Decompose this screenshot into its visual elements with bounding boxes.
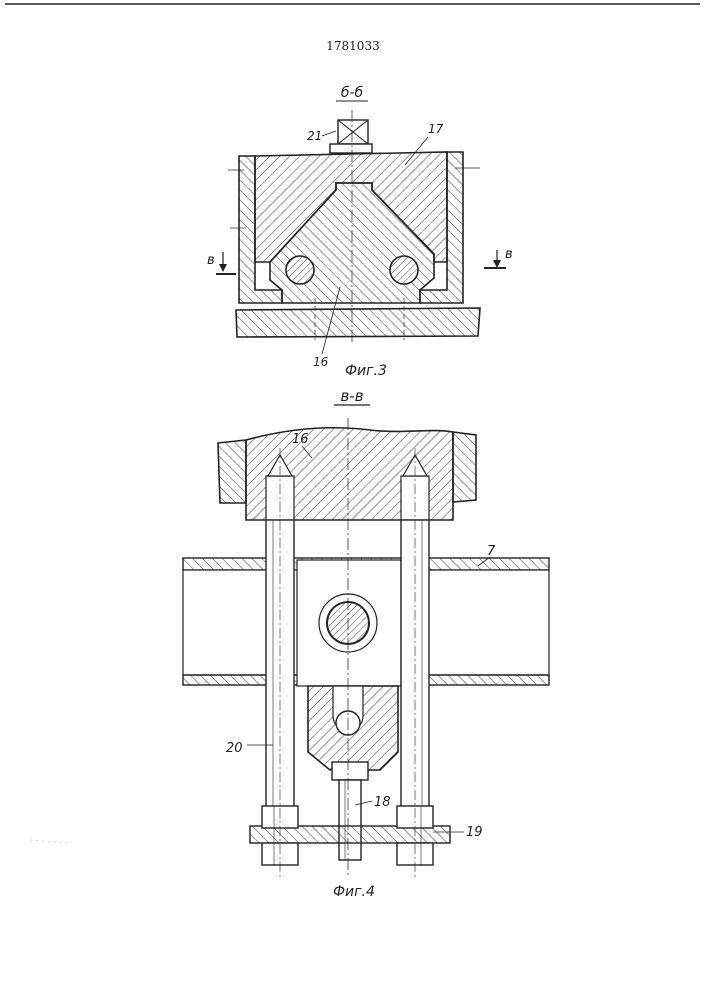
fig4-callout-19: 19 [466, 825, 483, 840]
fig3-callout-16: 16 [313, 355, 329, 369]
fig4-callout-16: 16 [292, 432, 309, 447]
fig4-housing-right [453, 432, 476, 502]
fig3-cut-label-right: в [505, 247, 513, 262]
fig4-callout-7: 7 [487, 544, 496, 559]
fig4-callout-20: 20 [226, 741, 243, 756]
fig4-section-title: в-в [340, 387, 363, 405]
fig3-section-title: б-б [341, 85, 364, 101]
fig3-callout-21: 21 [307, 129, 322, 143]
patent-number: 1781033 [326, 39, 379, 53]
fig3-base-plate [236, 308, 480, 337]
fig4-callout-18: 18 [374, 795, 391, 810]
fig3-caption: Фиг.3 [345, 363, 387, 379]
fig4-housing-left [218, 440, 246, 503]
fig3-screw-washer [330, 144, 372, 153]
fig4-screw [339, 780, 361, 860]
fig4-caption: Фиг.4 [333, 884, 375, 900]
figure-4: в-в [183, 387, 549, 900]
fig3-cut-label-left: в [207, 253, 215, 268]
fig3-callout-17: 17 [428, 122, 444, 136]
figure-3: б-б в в [207, 85, 513, 379]
